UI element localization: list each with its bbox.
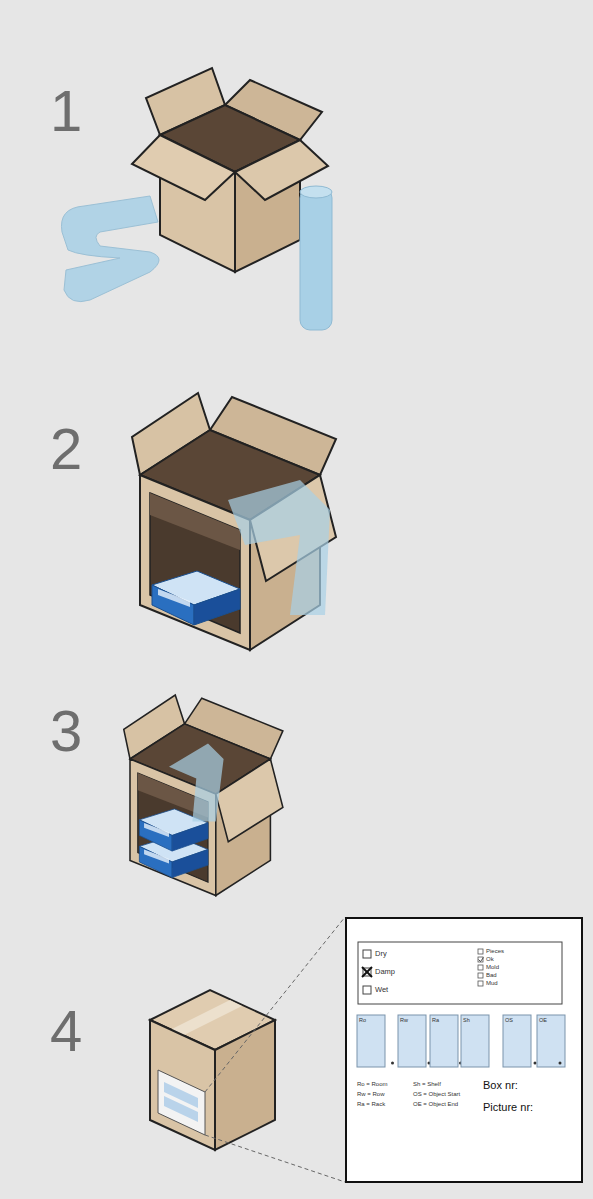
abbreviation: Sh = Shelf <box>413 1081 441 1088</box>
abbreviation: Ra = Rack <box>357 1101 385 1108</box>
zoom-lines <box>205 917 345 1182</box>
picture-label: OE <box>539 1017 547 1023</box>
abbreviation: OS = Object Start <box>413 1091 460 1098</box>
condition-option: Ok <box>486 956 494 963</box>
closed-box <box>150 990 275 1150</box>
condition-option: Pieces <box>486 948 504 955</box>
condition-option: Bad <box>486 972 497 979</box>
abbreviation: Rw = Row <box>357 1091 385 1098</box>
label-card: DryDampWet PiecesOkMoldBadMudRo Rw Ra Sh OS OE… <box>345 917 583 1183</box>
state-option: Dry <box>375 950 387 958</box>
state-option: Wet <box>375 986 388 994</box>
open-box <box>132 68 328 272</box>
condition-option: Mold <box>486 964 499 971</box>
card-graphics <box>347 919 581 1181</box>
bubble-roll <box>300 186 332 330</box>
step-number: 4 <box>50 1002 82 1060</box>
field-label: Picture nr: <box>483 1101 533 1113</box>
packing-box <box>132 393 336 650</box>
picture-label: Rw <box>400 1017 408 1023</box>
condition-option: Mud <box>486 980 498 987</box>
bubble-wrap <box>61 196 159 302</box>
picture-label: OS <box>505 1017 513 1023</box>
abbreviation: OE = Object End <box>413 1101 458 1108</box>
packing-box-full <box>124 695 283 895</box>
picture-label: Sh <box>463 1017 470 1023</box>
abbreviation: Ro = Room <box>357 1081 388 1088</box>
picture-label: Ro <box>359 1017 366 1023</box>
step-number: 2 <box>50 420 82 478</box>
field-label: Box nr: <box>483 1079 518 1091</box>
picture-label: Ra <box>432 1017 439 1023</box>
step-number: 3 <box>50 702 82 760</box>
step-number: 1 <box>50 82 82 140</box>
state-option: Damp <box>375 968 395 976</box>
